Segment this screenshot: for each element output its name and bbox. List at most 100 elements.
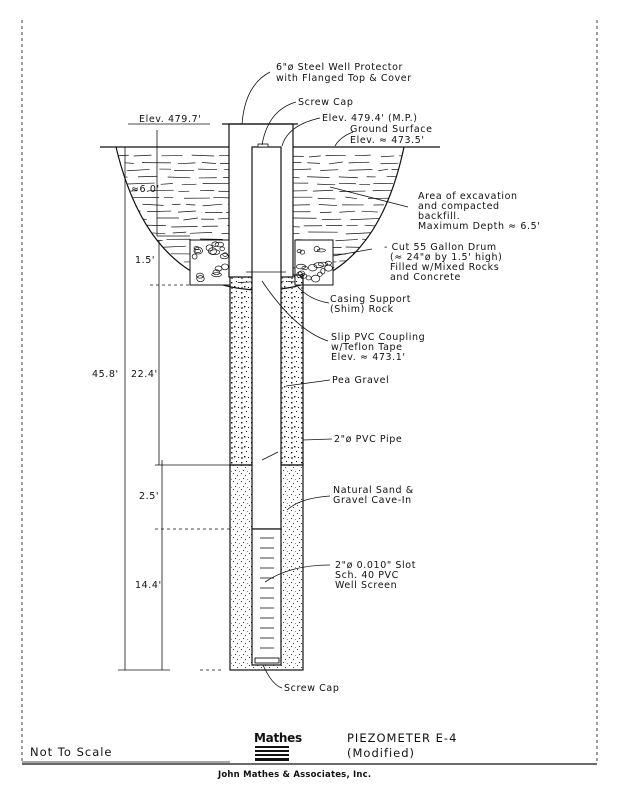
hatch-mark [372,189,395,192]
hatch-mark [307,162,320,164]
hatch-mark [172,231,187,234]
hatch-mark [124,162,134,164]
hatch-mark [401,224,404,227]
company-logo: Mathes [254,730,302,762]
hatch-mark [202,162,216,164]
dim-22-4: 22.4' [131,369,158,380]
hatch-mark [144,267,156,269]
hatch-mark [116,154,129,157]
label-casing-support: Casing Support(Shim) Rock [330,294,411,315]
drawing-title: PIEZOMETER E-4 [347,731,457,745]
hatch-mark [125,182,155,185]
hatch-mark [142,203,164,206]
hatch-mark [147,210,172,212]
dim-1-5: 1.5' [135,255,155,266]
rock [205,244,214,252]
hatch-mark [292,168,312,171]
hatch-mark [116,239,121,241]
dim-2-5: 2.5' [139,491,159,502]
hatch-mark [317,183,336,186]
hatch-mark [190,232,213,234]
svg-text:Mathes: Mathes [254,731,302,745]
hatch-mark [154,260,174,262]
rock [313,245,320,252]
hatch-mark [170,288,193,290]
not-to-scale: Not To Scale [30,745,113,759]
hatch-mark [362,280,392,283]
hatch-mark [136,224,166,226]
hatch-mark [160,183,173,185]
hatch-mark [147,274,161,277]
hatch-mark [202,203,223,207]
hatch-mark [133,154,152,157]
hatch-mark [382,211,391,214]
hatch-mark [178,210,196,213]
hatch-mark [364,224,381,227]
hatch-mark [309,155,321,158]
hatch-mark [314,287,334,290]
hatch-mark [339,260,357,262]
hatch-mark [177,162,196,165]
label-screw-cap-bottom: Screw Cap [284,683,339,694]
leader-lines [241,71,409,689]
hatch-mark [384,218,404,220]
hatch-mark [320,169,339,171]
hatch-mark [380,155,395,158]
hatch-mark [131,246,152,248]
hatch-mark [390,288,404,290]
hatch-mark [116,211,121,213]
hatch-mark [183,217,198,221]
dim-6-0: ≈6.0' [131,184,160,195]
rock [324,260,332,266]
hatch-mark [378,168,389,172]
hatch-mark [148,189,174,192]
rock [196,275,205,283]
hatch-mark [348,169,373,171]
rock [317,271,323,277]
rock [191,253,198,260]
hatch-mark [167,176,191,179]
hatch-mark [116,266,137,269]
rock [299,249,306,255]
hatch-mark [116,218,132,221]
rock [193,246,203,255]
hatch-mark [335,239,358,242]
hatch-mark [135,217,147,220]
hatch-mark [395,211,404,214]
label-elev-top: Elev. 479.7' [139,114,201,125]
hatch-mark [380,162,399,165]
hatch-mark [350,218,380,221]
dimension-lines [118,123,230,671]
hatch-mark [181,183,197,186]
rock [211,272,222,278]
hatch-mark [160,245,186,248]
hatch-mark [318,204,338,206]
drawing-frame [21,20,598,765]
dim-45-8: 45.8' [92,369,119,380]
hatch-mark [317,197,336,200]
hatch-mark [391,168,404,170]
hatch-mark [348,161,370,164]
label-cave-in: Natural Sand &Gravel Cave-In [333,485,414,506]
rock [209,249,221,256]
rock [316,248,326,253]
hatch-mark [405,198,413,199]
company-name: John Mathes & Associates, Inc. [217,770,371,780]
hatch-mark [116,232,137,235]
hatch-mark [339,210,355,213]
drawing-subtitle: (Modified) [347,746,415,760]
hatch-mark [395,238,404,241]
rock [193,246,200,251]
hatch-mark [361,210,378,213]
hatch-mark [354,154,371,157]
label-drum: - Cut 55 Gallon Drum(≈ 24"ø by 1.5' high… [384,242,502,283]
rock-filled-drum [189,239,334,286]
hatch-mark [201,287,226,290]
hatch-mark [338,176,358,179]
label-elev-mp: Elev. 479.4' (M.P.) [322,113,418,124]
